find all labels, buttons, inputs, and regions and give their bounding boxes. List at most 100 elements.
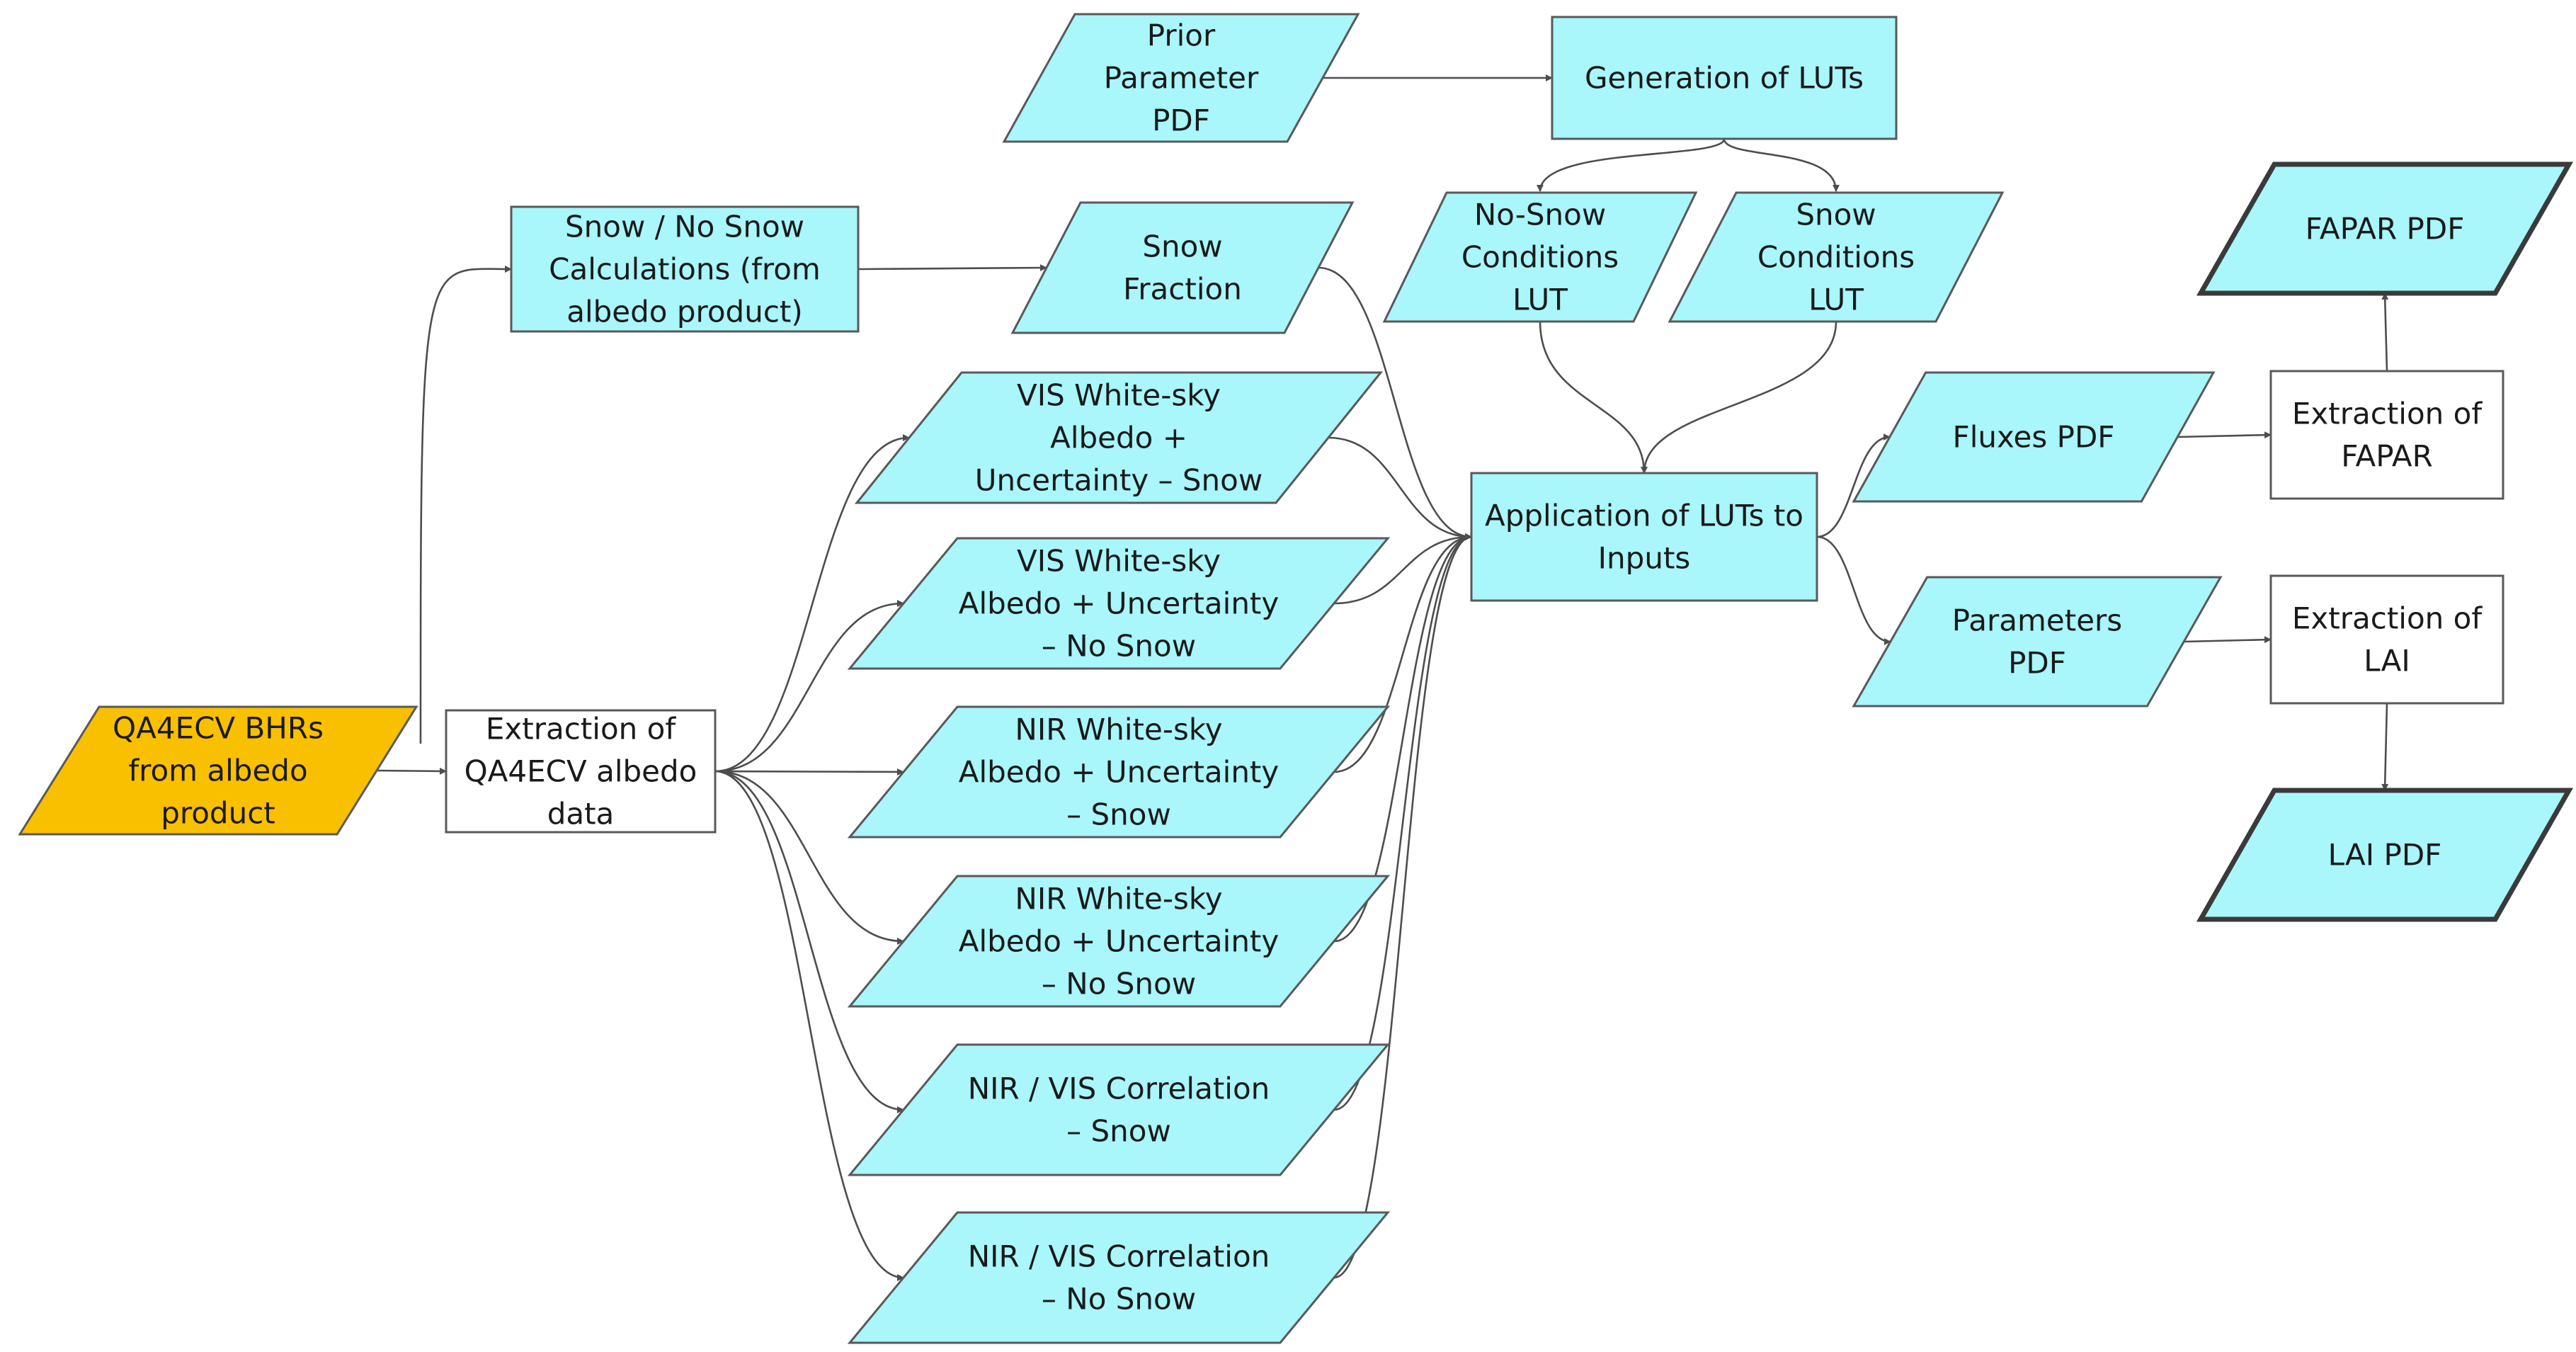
node-label-line: Albedo + Uncertainty <box>959 924 1280 959</box>
node-label-line: VIS White-sky <box>1017 544 1221 579</box>
node-shape <box>1002 13 1360 143</box>
node-corr-snow: NIR / VIS Correlation – Snow <box>847 1043 1391 1176</box>
node-label-line: Extraction of <box>2292 601 2483 636</box>
node-label-line: Albedo + Uncertainty <box>959 586 1280 621</box>
node-label-line: NIR White-sky <box>1015 712 1222 747</box>
node-label-line: data <box>547 797 615 831</box>
edge-fluxes-to-extract-fapar <box>2177 431 2272 439</box>
node-layer: QA4ECV BHRs from albedo product Extraction … <box>18 13 2574 1344</box>
node-shape <box>1382 191 1698 323</box>
node-label-line: LUT <box>1808 283 1864 317</box>
node-shape <box>1852 371 2216 503</box>
node-shape <box>1668 191 2005 323</box>
edge-generation-to-nosnow-lut <box>1537 138 1726 192</box>
node-extract-lai: Extraction of LAI <box>2269 574 2504 705</box>
node-shape <box>2196 161 2574 296</box>
edge-corr-snow-to-apply <box>1333 533 1472 1111</box>
node-shape <box>2196 788 2574 922</box>
edge-snow-fraction-to-apply <box>1318 266 1472 540</box>
edge-extraction-to-corr-nosnow <box>714 770 904 1281</box>
node-label-line: Snow <box>1796 198 1876 232</box>
node-label-line: Conditions <box>1757 240 1915 275</box>
node-label-line: Conditions <box>1461 240 1619 275</box>
node-label-line: Prior <box>1147 18 1216 53</box>
edge-vis-nosnow-to-apply <box>1333 533 1472 605</box>
node-label-line: Generation of LUTs <box>1585 61 1864 96</box>
node-shape <box>1470 472 1818 602</box>
node-label-line: Parameter <box>1104 61 1259 96</box>
node-shape <box>510 205 860 333</box>
node-label-line: Extraction of <box>2292 397 2483 431</box>
node-label-line: Parameters <box>1952 603 2122 638</box>
edge-parameters-to-extract-lai <box>2184 636 2272 644</box>
node-shape <box>2269 370 2504 500</box>
node-gen-luts: Generation of LUTs <box>1551 16 1898 140</box>
node-label-line: LUT <box>1512 283 1568 317</box>
node-shape <box>18 705 418 836</box>
node-label-line: Snow <box>1142 229 1222 264</box>
node-label-line: – No Snow <box>1042 1282 1196 1317</box>
node-label-line: QA4ECV BHRs <box>113 711 324 746</box>
node-shape <box>1010 201 1355 334</box>
node-shape <box>2269 574 2504 705</box>
node-label-line: NIR / VIS Correlation <box>968 1072 1270 1106</box>
edge-extraction-to-corr-snow <box>714 770 904 1113</box>
connector-layer <box>376 74 2389 1281</box>
node-apply-luts: Application of LUTs to Inputs <box>1470 472 1818 602</box>
node-label-line: – Snow <box>1066 797 1171 832</box>
node-shape <box>1551 16 1898 140</box>
node-label-line: product <box>161 796 275 831</box>
edge-snow-lut-to-apply <box>1641 321 1837 474</box>
node-shape <box>847 875 1391 1008</box>
node-lai-pdf: LAI PDF <box>2196 788 2574 922</box>
edge-bhrs-to-snow-calc <box>419 265 512 744</box>
node-label-line: NIR / VIS Correlation <box>968 1239 1270 1274</box>
node-label-line: LAI <box>2364 644 2410 678</box>
node-label-line: Extraction of <box>486 712 676 746</box>
edge-extraction-to-nir-snow <box>714 768 904 776</box>
edge-vis-snow-to-apply <box>1328 436 1472 540</box>
node-shape <box>854 371 1384 504</box>
node-corr-nosnow: NIR / VIS Correlation – No Snow <box>847 1211 1391 1344</box>
node-label-line: LAI PDF <box>2328 838 2442 873</box>
node-shape <box>847 1211 1391 1344</box>
node-label-line: from albedo <box>128 754 307 788</box>
node-label-line: albedo product) <box>566 295 803 329</box>
node-label-line: Albedo + Uncertainty <box>959 755 1280 790</box>
edge-apply-to-fluxes <box>1816 433 1891 538</box>
node-label-line: PDF <box>1152 103 1210 138</box>
node-shape <box>445 709 717 834</box>
node-label-line: – No Snow <box>1042 629 1196 664</box>
node-label-line: No-Snow <box>1474 198 1606 232</box>
node-fapar-pdf: FAPAR PDF <box>2196 161 2574 296</box>
node-label-line: FAPAR PDF <box>2306 212 2465 246</box>
edge-extraction-to-vis-snow <box>714 434 910 773</box>
node-label-line: Uncertainty – Snow <box>975 463 1263 498</box>
node-shape <box>847 705 1391 839</box>
node-label-line: – Snow <box>1066 1114 1171 1149</box>
node-label-line: Fluxes PDF <box>1953 420 2115 455</box>
edge-nosnow-lut-to-apply <box>1539 321 1648 474</box>
edge-extraction-to-nir-nosnow <box>714 770 904 945</box>
node-label-line: Albedo + <box>1050 421 1187 455</box>
node-fluxes-pdf: Fluxes PDF <box>1852 371 2216 503</box>
node-label-line: FAPAR <box>2341 439 2433 474</box>
edge-nir-snow-to-apply <box>1333 533 1472 773</box>
node-label-line: Inputs <box>1598 541 1691 576</box>
edge-generation-to-snow-lut <box>1723 138 1840 192</box>
node-label-line: Application of LUTs to <box>1485 499 1803 533</box>
node-label-line: NIR White-sky <box>1015 882 1222 916</box>
edge-extraction-to-vis-nosnow <box>714 600 904 773</box>
edge-extract-to-lai-pdf <box>2381 703 2389 791</box>
node-label-line: Snow / No Snow <box>565 210 804 244</box>
edge-apply-to-parameters <box>1816 535 1891 645</box>
edge-nir-nosnow-to-apply <box>1333 533 1472 943</box>
